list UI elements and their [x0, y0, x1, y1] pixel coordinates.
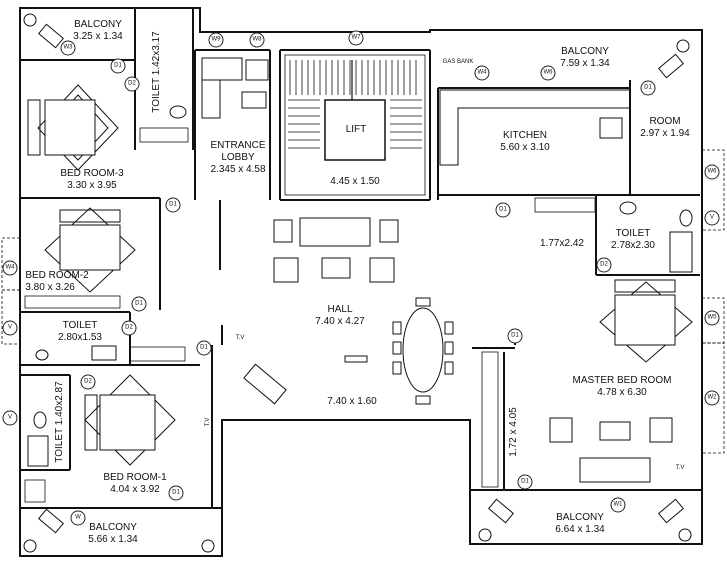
- door-tag: D2: [124, 76, 140, 92]
- toilet-fixtures: [27, 105, 693, 467]
- window-tag: W6: [704, 164, 720, 180]
- window-bays: [1, 149, 725, 454]
- bed-master: [599, 279, 693, 363]
- door-tag: D1: [495, 202, 511, 218]
- door-tag: D1: [131, 296, 147, 312]
- interior-walls: [20, 8, 702, 509]
- hall-furniture: [243, 217, 454, 405]
- gas-bank-label: GAS BANK: [442, 59, 474, 65]
- door-tag: D1: [517, 474, 533, 490]
- window-tag: W8: [249, 32, 265, 48]
- door-tag: D2: [121, 320, 137, 336]
- vent-tag: V: [2, 320, 18, 336]
- vent-tag: V: [2, 410, 18, 426]
- lobby-furniture: [201, 57, 269, 119]
- door-tag: D2: [80, 374, 96, 390]
- door-tag: D2: [596, 257, 612, 273]
- tv-label: T.V: [675, 465, 685, 471]
- staircase: [284, 54, 426, 196]
- toilet-top-label: TOILET 1.42x3.17: [151, 31, 162, 113]
- door-tag: D1: [640, 80, 656, 96]
- vent-tag: V: [704, 210, 720, 226]
- bed-bedroom-2: [44, 207, 136, 293]
- window-tag: W1: [610, 497, 626, 513]
- lift-label: LIFT: [345, 124, 367, 135]
- tv-label: T.V: [205, 417, 211, 427]
- bed-bedroom-1: [84, 374, 176, 466]
- wardrobes: [24, 127, 596, 503]
- window-tag: W4: [474, 65, 490, 81]
- window-tag: W6: [540, 65, 556, 81]
- window-tag: W4: [2, 260, 18, 276]
- outer-walls: [19, 7, 703, 557]
- door-tag: D1: [168, 485, 184, 501]
- door-tag: D1: [110, 58, 126, 74]
- door-tag: D1: [507, 328, 523, 344]
- kitchen-counter: [439, 89, 631, 166]
- lift-dimension: 4.45 x 1.50: [330, 176, 380, 187]
- tv-label: T.V: [235, 335, 245, 341]
- door-tag: D1: [165, 197, 181, 213]
- window-tag: W5: [704, 310, 720, 326]
- master-furniture: [549, 417, 673, 483]
- window-tag: W7: [348, 30, 364, 46]
- bed-bedroom-3: [27, 84, 119, 171]
- toilet-bottom-label: TOILET 1.40x2.87: [54, 381, 65, 463]
- wardrobe-dimension: 1.77x2.42: [540, 238, 584, 249]
- door-tag: D1: [196, 340, 212, 356]
- window-tag: W2: [704, 390, 720, 406]
- window-tag: W3: [60, 40, 76, 56]
- window-tag: W: [70, 510, 86, 526]
- planters: [23, 13, 692, 553]
- passage-dimension: 7.40 x 1.60: [327, 396, 377, 407]
- store-dimension: 1.72 x 4.05: [508, 407, 519, 457]
- window-tag: W9: [208, 32, 224, 48]
